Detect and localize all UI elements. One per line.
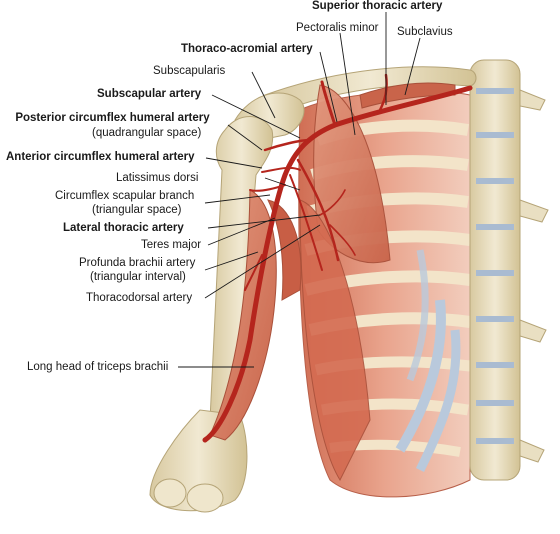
vertebral-column [469,59,549,481]
serratus-anterior [299,199,371,482]
label-teres-major: Teres major [141,239,202,251]
label-subclavius: Subclavius [397,26,453,38]
label-profunda-brachii-subtitle: (triangular interval) [90,271,186,283]
clavicle [264,66,477,113]
arteries [202,73,473,443]
label-circumflex-scapular-branch: Circumflex scapular branch [55,190,195,202]
label-latissimus-dorsi: Latissimus dorsi [116,172,199,184]
label-thoracodorsal-artery: Thoracodorsal artery [86,292,193,304]
label-superior-thoracic-artery: Superior thoracic artery [312,0,443,12]
label-lateral-thoracic-artery: Lateral thoracic artery [63,222,184,234]
label-profunda-brachii-artery: Profunda brachii artery [79,257,196,269]
label-subscapular-artery: Subscapular artery [97,88,202,100]
label-posterior-circumflex-humeral-artery: Posterior circumflex humeral artery [0,112,225,125]
latissimus-dorsi-muscle [267,199,302,301]
ribs [304,119,471,473]
label-circumflex-scapular-subtitle: (triangular space) [92,204,182,216]
arm-muscles [209,189,277,441]
label-thoraco-acromial-artery: Thoraco-acromial artery [181,43,313,55]
leader-lines [178,12,421,368]
label-posterior-circumflex-subtitle: (quadrangular space) [92,127,202,139]
label-anterior-circumflex-humeral-artery: Anterior circumflex humeral artery [6,151,195,163]
label-long-head-triceps: Long head of triceps brachii [27,361,169,373]
label-posterior-circumflex-title: Posterior circumflex humeral artery [15,112,210,124]
label-pectoralis-minor: Pectoralis minor [296,22,379,34]
label-subscapularis: Subscapularis [153,65,226,77]
